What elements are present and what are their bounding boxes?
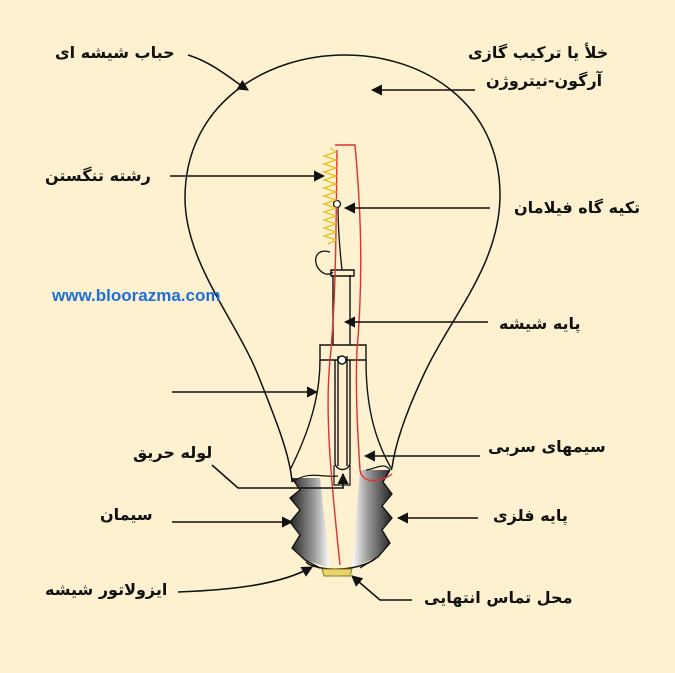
label-lead-wires: سیمهای سربی bbox=[488, 437, 606, 456]
filament-support-wires bbox=[315, 199, 343, 275]
arrow-exhaust-tube bbox=[211, 464, 349, 489]
label-glass-bulb: حباب شیشه ای bbox=[55, 43, 175, 62]
arrow-glass-bulb bbox=[187, 54, 249, 91]
glass-bulb-outline bbox=[184, 54, 501, 483]
exhaust-tube bbox=[333, 465, 351, 486]
tungsten-filament bbox=[321, 147, 339, 245]
glass-stem bbox=[289, 269, 393, 471]
label-exhaust-tube: لوله حریق bbox=[133, 443, 213, 462]
label-gas-line1: خلأ یا ترکیب گازی bbox=[468, 43, 609, 62]
label-cement: سیمان bbox=[100, 505, 153, 524]
watermark-url: www.bloorazma.com bbox=[52, 286, 221, 305]
lead-wires bbox=[327, 144, 393, 566]
end-contact bbox=[321, 568, 353, 577]
label-metal-base: پایه فلزی bbox=[493, 506, 568, 525]
label-filament-support: تکیه گاه فیلامان bbox=[514, 198, 641, 217]
arrow-end-contact bbox=[351, 575, 412, 601]
label-glass-insulator: ایزولاتور شیشه bbox=[45, 580, 168, 599]
label-gas-line2: آرگون-نیتروژن bbox=[486, 71, 603, 90]
metal-base bbox=[289, 465, 393, 569]
label-tungsten-filament: رشته تنگستن bbox=[45, 166, 151, 185]
label-glass-stem: پایه شیشه bbox=[499, 314, 581, 333]
label-end-contact: محل تماس انتهایی bbox=[424, 588, 573, 607]
arrow-glass-insulator bbox=[177, 566, 313, 593]
